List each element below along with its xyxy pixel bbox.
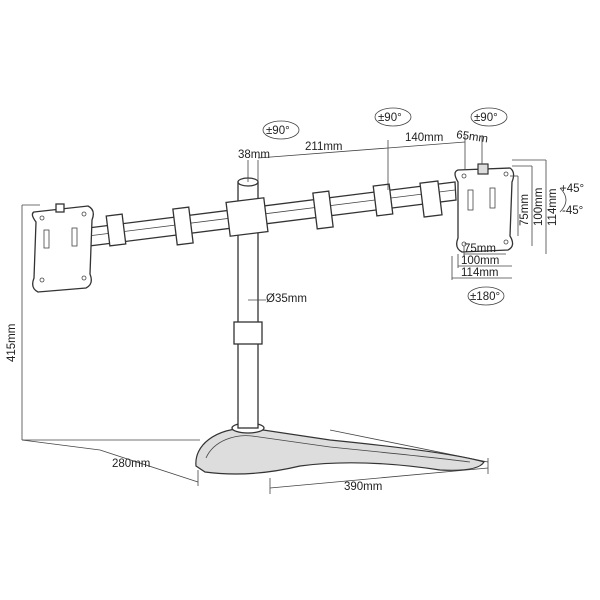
tilt-arrow-icon	[559, 187, 567, 213]
label-height: 415mm	[6, 324, 18, 362]
label-plate-offset: 65mm	[455, 129, 488, 145]
label-rot-mid: ±90°	[378, 112, 402, 124]
label-plate-v-114: 114mm	[547, 189, 559, 227]
left-vesa-plate	[31, 203, 94, 293]
label-arm-inner: 211mm	[305, 141, 343, 153]
right-vesa-plate	[454, 163, 515, 253]
cable-clip	[233, 321, 263, 345]
label-base-depth: 280mm	[112, 458, 150, 470]
label-swivel: ±180°	[470, 291, 500, 303]
label-base-width: 390mm	[344, 481, 382, 493]
label-rot-right: ±90°	[474, 112, 498, 124]
label-vesa-v-100: 100mm	[533, 188, 545, 226]
rotate-arrow-icon	[470, 107, 508, 127]
vesa-dimension-lines	[451, 159, 547, 280]
label-pole-diameter: Ø35mm	[266, 293, 307, 305]
arm-dimension-lines	[247, 136, 483, 190]
rotate-arrow-icon	[467, 286, 505, 306]
label-vesa-v-75: 75mm	[519, 194, 531, 226]
label-plate-h-114: 114mm	[461, 267, 499, 279]
rotate-arrow-icon	[374, 107, 412, 127]
rotate-arrow-icon	[262, 120, 300, 140]
label-tilt-up: +45°	[560, 183, 584, 195]
label-rot-left: ±90°	[266, 125, 290, 137]
label-vesa-h-100: 100mm	[461, 255, 499, 267]
label-vesa-h-75: 75mm	[464, 243, 496, 255]
label-pole-width: 38mm	[238, 149, 270, 161]
label-tilt-down: -45°	[562, 205, 583, 217]
arm	[87, 180, 457, 247]
label-arm-outer: 140mm	[405, 132, 443, 144]
base	[195, 427, 485, 475]
